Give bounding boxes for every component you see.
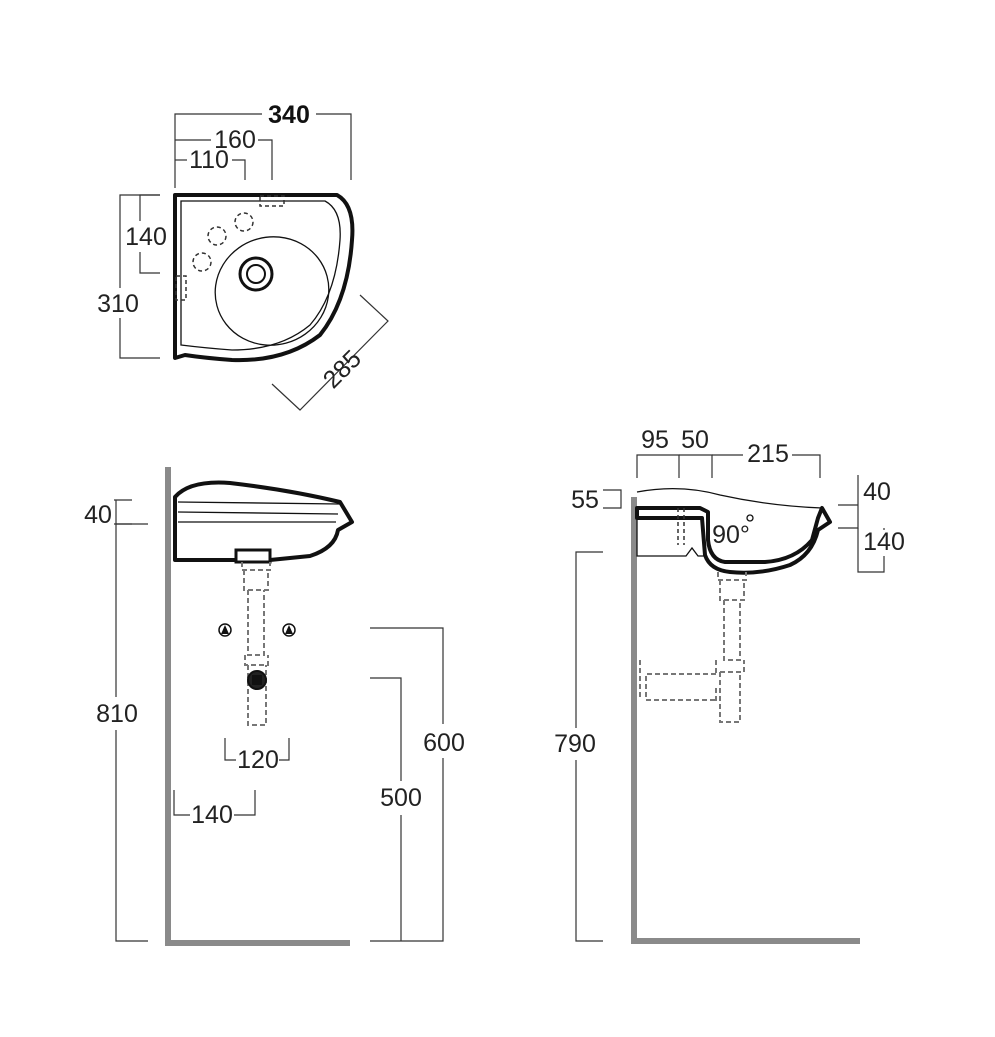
basin-side-back	[636, 520, 705, 557]
bowl-ellipse	[214, 236, 330, 346]
trap-pipe	[241, 562, 271, 726]
dim-140-top: 140	[125, 223, 167, 251]
dim-810: 810	[96, 700, 138, 728]
drain-inner	[246, 264, 266, 284]
dim-310: 310	[97, 290, 139, 318]
tap-hole-3	[192, 252, 212, 272]
waste-outlet	[234, 548, 272, 564]
basin-front-rim-line	[177, 501, 341, 505]
dim-55: 55	[571, 486, 599, 514]
supply-valve-right	[282, 623, 296, 637]
top-view: 340 160 110 140 310 285	[97, 101, 389, 411]
fixing-slot-left	[175, 275, 187, 301]
dim-95: 95	[641, 426, 669, 454]
dim-160: 160	[214, 126, 256, 154]
basin-side-top	[636, 487, 823, 509]
dim-285: 285	[318, 345, 367, 394]
dim-340: 340	[268, 101, 310, 129]
front-wall	[165, 467, 350, 946]
basin-front-rim-line-2	[177, 511, 339, 515]
dim-215: 215	[747, 440, 789, 468]
basin-side-outline	[635, 506, 832, 575]
basin-top-inner-rim	[180, 200, 341, 351]
side-view: 95 50 215 55 40 140 90° 790	[554, 426, 905, 944]
dim-140-side: 140	[863, 528, 905, 556]
dim-110: 110	[189, 146, 229, 174]
dim-40-front: 40	[84, 501, 112, 529]
dim-40-side: 40	[863, 478, 891, 506]
dim-140-front: 140	[191, 801, 233, 829]
overflow-hole	[746, 514, 754, 522]
side-trap	[639, 572, 747, 723]
tap-hole-dashed	[677, 508, 685, 545]
dim-600: 600	[423, 729, 465, 757]
tap-hole-1	[234, 212, 254, 232]
fixing-slot-top	[259, 195, 285, 207]
tap-hole-2	[207, 226, 227, 246]
dim-120: 120	[237, 746, 279, 774]
basin-front-outline	[173, 480, 354, 562]
side-wall	[631, 497, 860, 944]
dim-50: 50	[681, 426, 709, 454]
front-view: 40 810 600 500 120 140	[84, 467, 465, 946]
supply-valve-left	[218, 623, 232, 637]
dim-790: 790	[554, 730, 596, 758]
dim-500: 500	[380, 784, 422, 812]
angle-90: 90°	[712, 521, 750, 549]
